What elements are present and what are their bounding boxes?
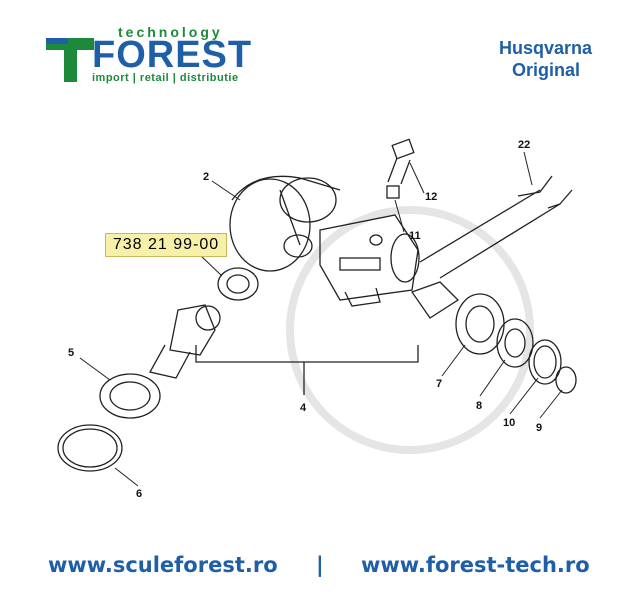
bolts-22-part [419,175,573,279]
washer-10-part [528,339,562,385]
callout-11: 11 [409,230,421,242]
callout-22: 22 [518,139,531,151]
nut-11-part [386,185,400,199]
bolt-12-part [387,138,415,185]
circlip-9-part [555,366,577,394]
bracket-4-line [195,345,419,363]
brand-original: Original [511,60,580,80]
part-code-label: 738 21 99-00 [105,233,227,257]
circlip-6-part [57,424,123,472]
footer-separator: | [316,553,324,577]
brand-husqvarna: Husqvarna [498,38,592,58]
logo-technology-text: technology [118,24,223,40]
bearing-5-part [99,373,161,419]
footer-url-right[interactable]: www.forest-tech.ro [361,553,590,577]
logo-brand-text: FOREST [92,34,253,76]
callout-12: 12 [425,191,438,203]
forest-logo-icon [46,38,94,82]
callout-5: 5 [68,347,75,359]
callout-9: 9 [536,422,543,434]
bearing-small-part [217,267,259,301]
callout-6: 6 [136,488,143,500]
callout-4: 4 [300,402,307,414]
leader-lines [79,151,563,487]
watermark-graphic [286,206,534,454]
bearing-8-part [496,318,534,368]
pinion-shaft-part [149,304,221,379]
callout-8: 8 [476,400,483,412]
callout-2: 2 [203,171,210,183]
callout-7: 7 [436,378,443,390]
footer-url-left[interactable]: www.sculeforest.ro [48,553,278,577]
gear-housing-part [229,175,420,307]
logo-tagline: import | retail | distributie [92,72,239,84]
shaft-7-part [410,281,505,355]
callout-10: 10 [503,417,516,429]
